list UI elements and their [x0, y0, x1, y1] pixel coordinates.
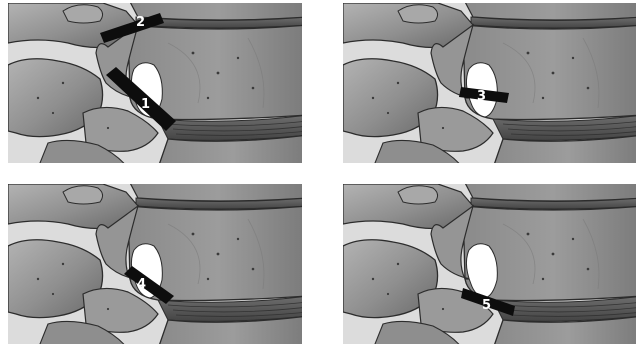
marker-label-2: 2 — [136, 15, 145, 30]
spine-panel-bottom-left: 4 — [8, 184, 302, 344]
marker-label-5: 5 — [482, 298, 491, 313]
spine-panel-bottom-right: 5 — [343, 184, 636, 344]
spine-illustration: 3 — [343, 3, 636, 163]
spine-illustration: 4 — [8, 184, 302, 344]
spine-panel-top-left: 2 1 — [8, 3, 302, 163]
marker-label-4: 4 — [137, 277, 146, 292]
spine-panel-top-right: 3 — [343, 3, 636, 163]
marker-label-1: 1 — [141, 97, 150, 112]
spine-illustration: 2 1 — [8, 3, 302, 163]
marker-label-3: 3 — [477, 89, 486, 104]
spine-illustration: 5 — [343, 184, 636, 344]
